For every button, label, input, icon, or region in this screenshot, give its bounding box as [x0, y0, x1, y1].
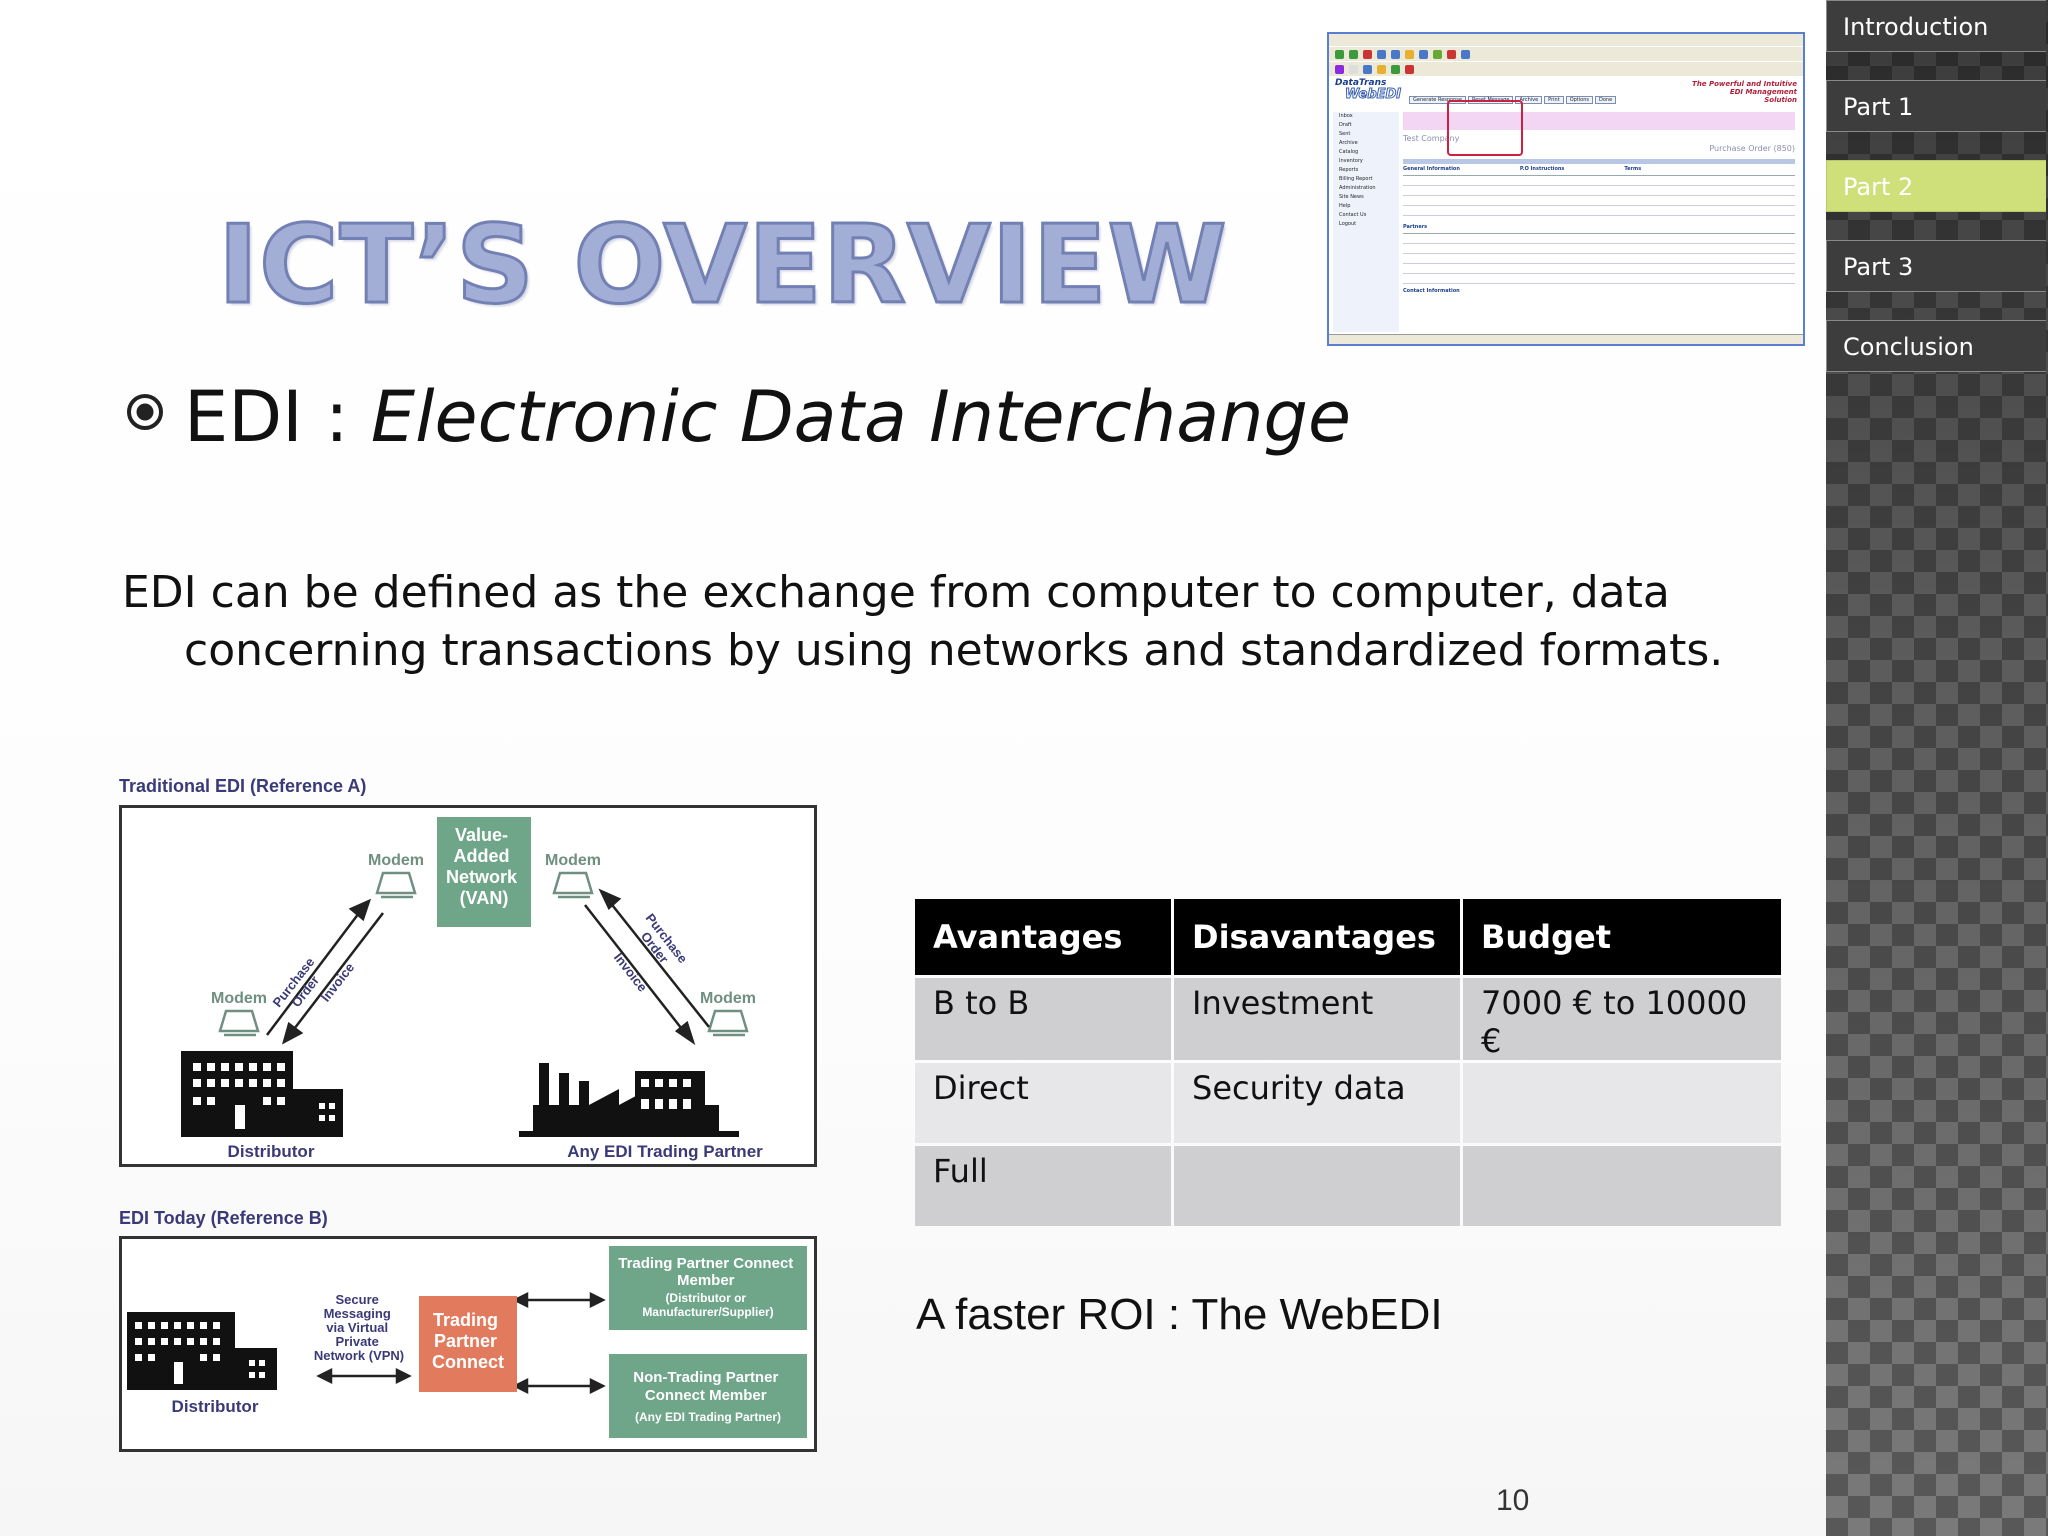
table-row: B to B Investment 7000 € to 10000 €: [915, 978, 1781, 1060]
sidebar: [1826, 0, 2048, 1536]
modem-label: Modem: [545, 852, 601, 869]
menu-item[interactable]: Inventory: [1339, 158, 1363, 164]
menu-item[interactable]: Sent: [1339, 131, 1351, 137]
table-cell: [1463, 1063, 1781, 1143]
document-type: Purchase Order (850): [1709, 144, 1795, 153]
member-box: Trading Partner Connect Member (Distribu…: [618, 1255, 797, 1319]
table-cell: [1174, 1146, 1460, 1226]
modem-icon: [218, 871, 749, 1037]
webedi-toolbar: Generate Response Reset Message Archive …: [1409, 96, 1617, 104]
traditional-edi-diagram: Value- Added Network (VAN) Modem Modem M…: [119, 805, 817, 1167]
table-cell: B to B: [915, 978, 1171, 1060]
menu-item[interactable]: Billing Report: [1339, 176, 1373, 182]
sidebar-item-part-1[interactable]: Part 1: [1826, 80, 2046, 132]
header-avantages: Avantages: [915, 899, 1171, 975]
page-number: 10: [1496, 1484, 1530, 1517]
webedi-left-menu: Inbox Draft Sent Archive Catalog Invento…: [1333, 112, 1399, 332]
edi-bullet: EDI : Electronic Data Interchange: [184, 372, 1351, 462]
browser-menubar: [1329, 34, 1803, 46]
webedi-tab[interactable]: Options: [1565, 96, 1593, 104]
modem-label: Modem: [211, 990, 267, 1007]
info-grid: [1403, 175, 1795, 220]
flow-arrows: [266, 888, 710, 1046]
menu-item[interactable]: Archive: [1339, 140, 1358, 146]
webedi-tab[interactable]: Done: [1594, 96, 1617, 104]
non-member-box: Non-Trading Partner Connect Member (Any …: [633, 1369, 782, 1424]
edi-acronym: EDI :: [184, 376, 371, 458]
webedi-screenshot: DataTrans WebEDI The Powerful and Intuit…: [1327, 32, 1805, 346]
browser-toolbar-2: [1329, 61, 1803, 76]
distributor-building-icon: [127, 1312, 277, 1390]
distributor-building-icon: [181, 1051, 343, 1137]
browser-statusbar: [1329, 334, 1803, 344]
webedi-logo: WebEDI: [1344, 87, 1402, 103]
webedi-main: Test Company Purchase Order (850) Genera…: [1403, 112, 1795, 332]
table-cell: 7000 € to 10000 €: [1463, 978, 1781, 1060]
menu-item[interactable]: Contact Us: [1339, 212, 1367, 218]
slide: ICT’S OVERVIEW EDI : Electronic Data Int…: [0, 0, 1826, 1536]
modem-label: Modem: [368, 852, 424, 869]
section-label: P.O Instructions: [1519, 166, 1565, 172]
company-name: Test Company: [1403, 134, 1460, 143]
slide-title: ICT’S OVERVIEW: [217, 203, 1229, 328]
menu-item[interactable]: Logout: [1339, 221, 1357, 227]
section-bar: [1403, 159, 1795, 164]
table-header-row: Avantages Disavantages Budget: [915, 899, 1781, 975]
browser-toolbar: [1329, 46, 1803, 61]
double-arrow-icon: [316, 1291, 606, 1395]
modem-label: Modem: [700, 990, 756, 1007]
section-label: General Information: [1403, 166, 1460, 172]
vpn-label: Secure Messaging via Virtual Private Net…: [314, 1292, 404, 1363]
menu-item[interactable]: Catalog: [1339, 149, 1359, 155]
menu-item[interactable]: Administration: [1339, 185, 1376, 191]
sidebar-item-part-3[interactable]: Part 3: [1826, 240, 2046, 292]
sidebar-item-part-2[interactable]: Part 2: [1826, 160, 2046, 212]
bullet-icon: [127, 394, 163, 430]
table-row: Direct Security data: [915, 1063, 1781, 1143]
factory-icon: [519, 1063, 739, 1137]
webedi-tab[interactable]: Print: [1544, 96, 1564, 104]
roi-text: A faster ROI : The WebEDI: [916, 1290, 1443, 1339]
menu-item[interactable]: Site News: [1339, 194, 1364, 200]
table-row: Full: [915, 1146, 1781, 1226]
table-cell: Direct: [915, 1063, 1171, 1143]
edi-today-diagram: Distributor Secure Messaging via Virtual…: [119, 1236, 817, 1452]
distributor-label: Distributor: [228, 1142, 315, 1161]
header-budget: Budget: [1463, 899, 1781, 975]
diagram-a-caption: Traditional EDI (Reference A): [119, 776, 367, 796]
table-cell: Investment: [1174, 978, 1460, 1060]
menu-item[interactable]: Reports: [1339, 167, 1359, 173]
table-cell: Full: [915, 1146, 1171, 1226]
table-cell: [1463, 1146, 1781, 1226]
sidebar-item-introduction[interactable]: Introduction: [1826, 0, 2046, 52]
section-label: Contact Information: [1403, 288, 1460, 294]
edi-definition: EDI can be defined as the exchange from …: [122, 564, 1742, 680]
menu-item[interactable]: Draft: [1339, 122, 1352, 128]
trading-partner-connect-box: Trading Partner Connect: [432, 1310, 504, 1372]
table-cell: Security data: [1174, 1063, 1460, 1143]
partners-grid: [1403, 233, 1795, 284]
highlight-box: [1447, 100, 1523, 156]
webedi-header: DataTrans WebEDI The Powerful and Intuit…: [1329, 76, 1803, 104]
edi-expansion: Electronic Data Interchange: [370, 376, 1352, 458]
menu-item[interactable]: Inbox: [1339, 113, 1353, 119]
section-label: Partners: [1403, 224, 1428, 230]
menu-item[interactable]: Help: [1339, 203, 1351, 209]
diagram-b-caption: EDI Today (Reference B): [119, 1208, 328, 1228]
van-label: Value- Added Network (VAN): [446, 825, 522, 908]
header-disavantages: Disavantages: [1174, 899, 1460, 975]
notice-bar: [1403, 112, 1795, 130]
definition-text: EDI can be defined as the exchange from …: [122, 567, 1724, 676]
section-label: Terms: [1624, 166, 1642, 172]
trading-partner-label: Any EDI Trading Partner: [567, 1142, 763, 1161]
advantages-table: Avantages Disavantages Budget B to B Inv…: [912, 896, 1784, 1229]
distributor-label: Distributor: [172, 1397, 259, 1416]
sidebar-item-conclusion[interactable]: Conclusion: [1826, 320, 2046, 372]
datatrans-logo: DataTrans: [1335, 78, 1387, 88]
